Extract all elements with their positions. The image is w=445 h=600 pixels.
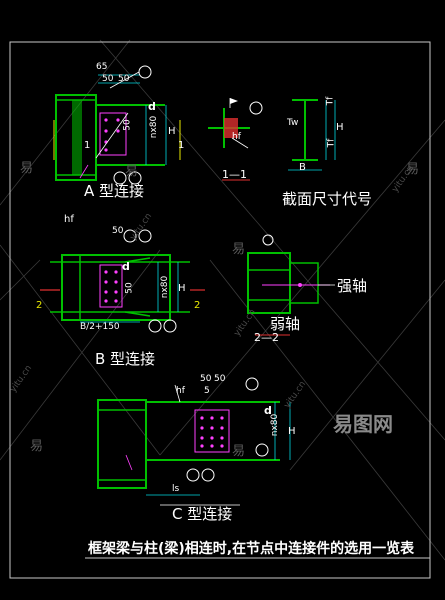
dim-label: hf [64, 214, 74, 225]
dim-label: H [336, 122, 344, 133]
a-bolts [104, 118, 120, 152]
drawing-frame [9, 41, 431, 579]
dim-label: Tf [326, 138, 337, 148]
detail-b [40, 229, 205, 333]
watermark-yi: 易 [30, 439, 44, 454]
dim-label: Tf [325, 96, 336, 106]
dim-label: d [122, 260, 130, 273]
dim-label: H [168, 126, 176, 137]
caption-weak-axis: 弱轴 [270, 315, 301, 333]
dim-label: nx80 [270, 413, 281, 437]
section-22 [247, 234, 335, 336]
dim-label: 50 [118, 74, 130, 84]
dim-label: B/2+150 [80, 322, 120, 332]
dim-label: H [178, 283, 186, 294]
dim-label: 65 [96, 62, 108, 72]
dim-label: d [264, 404, 272, 417]
dim-label: 50 [102, 74, 114, 84]
dim-label: 2 [36, 300, 43, 311]
watermark-yi: 易 [20, 161, 34, 176]
dim-label: 1 [178, 140, 185, 151]
dim-label: hf [176, 386, 185, 396]
dim-label: 50 [214, 374, 226, 384]
caption-strong-axis: 强轴 [337, 277, 368, 295]
dim-label: Tw [287, 118, 299, 128]
c-bolts [200, 416, 224, 448]
caption-type-b: B 型连接 [95, 350, 156, 368]
caption-section-dims: 截面尺寸代号 [282, 190, 373, 208]
caption-section-11: 1—1 [222, 168, 247, 181]
dim-label: 50 [124, 282, 135, 294]
watermark-yi: 易 [125, 164, 139, 179]
dim-label: H [288, 426, 296, 437]
section-11 [208, 98, 263, 181]
watermark-logo: 易图网 [333, 412, 393, 436]
watermark-yi: 易 [232, 242, 246, 257]
caption-section-22: 2—2 [254, 331, 279, 344]
dim-label: 50 [122, 119, 133, 131]
dim-label: hf [232, 132, 241, 142]
detail-c [97, 377, 291, 506]
dim-label: 50 [200, 374, 212, 384]
dim-label: B [299, 162, 306, 173]
watermark-yi: 易 [232, 444, 246, 459]
caption-type-c: C 型连接 [172, 505, 233, 523]
detail-a [53, 65, 181, 185]
dim-label: 5 [204, 386, 210, 396]
dim-label: ls [172, 484, 180, 494]
section-dims [288, 99, 336, 171]
dim-label: d [148, 100, 156, 113]
dim-label: 2 [194, 300, 201, 311]
b-bolts [104, 270, 118, 303]
dim-label: nx80 [149, 115, 160, 139]
watermark-yi: 易 [406, 162, 420, 177]
dim-label: 50 [112, 226, 124, 236]
caption-type-a: A 型连接 [84, 182, 145, 200]
table-title: 框架梁与柱(梁)相连时,在节点中连接件的选用一览表 [88, 541, 415, 557]
dim-label: nx80 [160, 275, 171, 299]
dim-label: 1 [84, 140, 91, 151]
